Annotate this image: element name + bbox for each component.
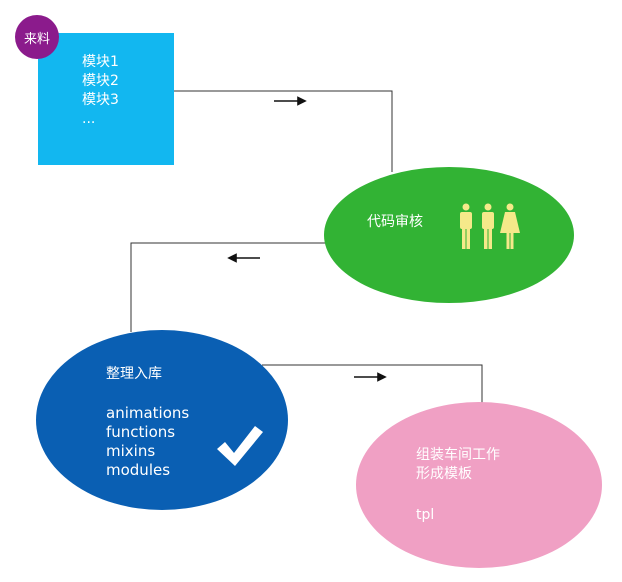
list-item: 模块2 [82,73,119,89]
list-item: modules [106,461,171,479]
arrow-right-icon [354,372,387,382]
storage-list: animations functions mixins modules [106,404,189,480]
people-icon [460,203,520,249]
list-item: 模块1 [82,54,119,70]
assembly-line-2: 形成模板 [416,466,472,482]
connector-storage-to-assembly [262,364,483,404]
connector-review-to-storage [130,242,326,332]
list-item: 模块3 [82,92,119,108]
assembly-line-3: tpl [416,507,435,523]
materials-box: 模块1 模块2 模块3 ... [38,33,174,165]
arrow-right-icon [274,96,307,106]
list-item: animations [106,404,190,422]
list-item: mixins [106,442,156,460]
list-item: ... [82,111,96,127]
assembly-line-1: 组装车间工作 [416,447,500,463]
code-review-node: 代码审核 [324,167,574,303]
storage-title: 整理入库 [106,366,162,382]
connector-materials-to-review [174,90,393,172]
code-review-title: 代码审核 [367,214,423,230]
assembly-spacer [416,484,500,506]
list-item: functions [106,423,176,441]
assembly-node: 组装车间工作 形成模板 tpl [356,402,602,568]
materials-list: 模块1 模块2 模块3 ... [82,53,119,129]
storage-node: 整理入库 animations functions mixins modules [36,330,288,510]
assembly-text: 组装车间工作 形成模板 tpl [416,446,500,525]
arrow-left-icon [227,253,260,263]
materials-badge: 来料 [15,15,59,59]
checkmark-icon [217,426,263,466]
